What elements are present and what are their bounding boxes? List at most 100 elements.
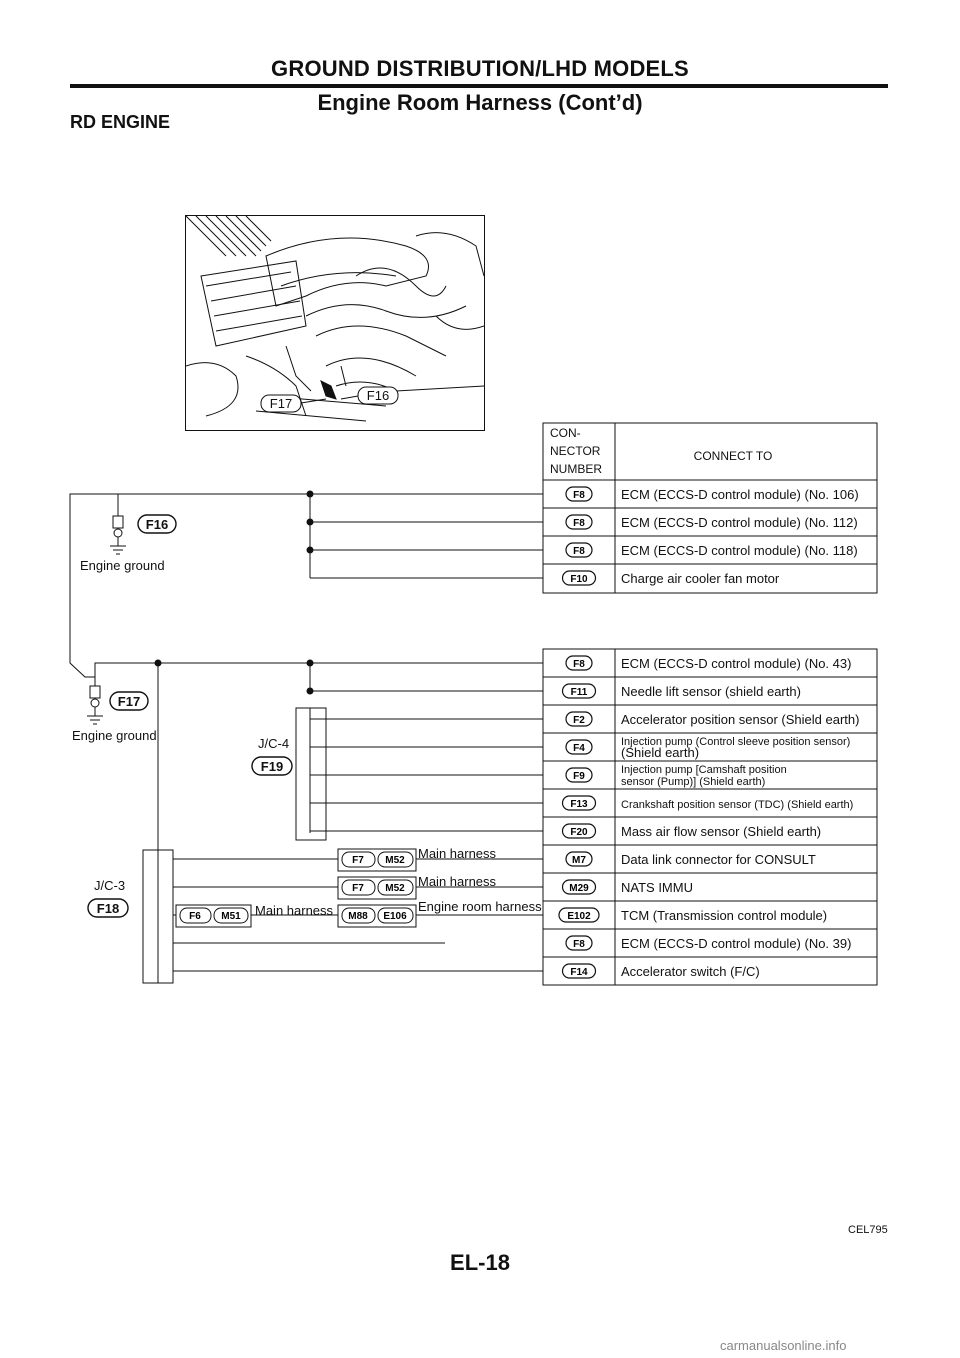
connector-pill (565, 711, 593, 727)
connect-to-text: Injection pump (Control sleeve position … (621, 736, 850, 748)
ground-terminal-f16 (112, 515, 124, 529)
junction-jc4-block (295, 707, 327, 841)
connector-pill (561, 823, 597, 839)
connect-to-text: ECM (ECCS-D control module) (No. 43) (621, 656, 851, 671)
harness-link-3: M88 E106 Engine room harness (337, 899, 542, 928)
connector-code: M29 (569, 883, 589, 894)
inline-code: F7 (352, 855, 364, 866)
connect-to-text: Data link connector for CONSULT (621, 852, 816, 867)
table-row: F4 Injection pump (Control sleeve positio… (565, 736, 850, 760)
connector-pill (137, 514, 177, 534)
table-row: F8 ECM (ECCS-D control module) (No. 43) (565, 655, 851, 671)
watermark: carmanualsonline.info (720, 1338, 847, 1353)
connect-to-text: Injection pump [Camshaft position (621, 764, 787, 776)
engine-bay-illustration: F17 F16 (185, 215, 485, 431)
inline-code: F6 (189, 911, 201, 922)
table-col1-header-line: NUMBER (550, 462, 602, 476)
inline-code: M88 (348, 911, 368, 922)
junction-jc4-name: J/C-4 (258, 736, 289, 751)
connector-pill (561, 683, 597, 699)
connector-pill (109, 691, 149, 711)
connector-code: F9 (573, 771, 585, 782)
connector-code: F8 (573, 546, 585, 557)
junction-jc3-name: J/C-3 (94, 878, 125, 893)
header-rule (70, 84, 888, 88)
connector-pill (565, 514, 593, 530)
table-col1-header-line: NECTOR (550, 444, 601, 458)
connect-to-text: Crankshaft position sensor (TDC) (Shield… (621, 799, 853, 811)
connect-to-text: Needle lift sensor (shield earth) (621, 684, 801, 699)
connect-to-text: ECM (ECCS-D control module) (No. 39) (621, 936, 851, 951)
page-number: EL-18 (450, 1250, 510, 1275)
connector-pill (213, 907, 249, 924)
photo-pointer-box (357, 386, 399, 405)
connector-code: F14 (570, 967, 588, 978)
wire-f17-main (94, 662, 543, 688)
connector-code: F10 (570, 574, 588, 585)
table-row: F8 ECM (ECCS-D control module) (No. 118) (565, 542, 858, 558)
inline-code: M51 (221, 911, 241, 922)
ground-eyelet-f16 (113, 528, 123, 538)
connector-f18-label: F18 (97, 901, 119, 916)
table-row: F11 Needle lift sensor (shield earth) (561, 683, 801, 699)
connect-to-text: ECM (ECCS-D control module) (No. 112) (621, 515, 858, 530)
connector-pill (87, 898, 129, 918)
photo-leader-f17 (300, 398, 327, 404)
connector-pill (565, 935, 593, 951)
connect-to-text: sensor (Pump)] (Shield earth) (621, 776, 765, 788)
connector-pill (341, 851, 376, 868)
photo-label-f16: F16 (367, 388, 389, 403)
connector-code: F8 (573, 490, 585, 501)
table-row: F9 Injection pump [Camshaft positionsenso… (565, 764, 787, 788)
wire-ground-link (69, 493, 118, 678)
page-header-title: GROUND DISTRIBUTION/LHD MODELS (271, 56, 689, 81)
connector-pill (341, 879, 376, 896)
connect-to-text: Accelerator position sensor (Shield eart… (621, 712, 859, 727)
harness-link-1: F7 M52 Main harness (337, 846, 497, 872)
connector-code: F13 (570, 799, 588, 810)
connector-pill (561, 795, 597, 811)
connector-pill (565, 655, 593, 671)
connect-to-text: Mass air flow sensor (Shield earth) (621, 824, 821, 839)
inline-code: M52 (385, 855, 405, 866)
connect-to-text: Accelerator switch (F/C) (621, 964, 760, 979)
ground-f17-label: Engine ground (72, 728, 157, 743)
figure-reference: CEL795 (848, 1224, 888, 1236)
connector-pill (565, 542, 593, 558)
photo-label-f17: F17 (270, 396, 292, 411)
splice-dot (306, 659, 314, 667)
connector-f17-label: F17 (118, 694, 140, 709)
connector-pill (558, 907, 600, 923)
table-col2-header: CONNECT TO (694, 449, 773, 463)
ground-f17: F17 Engine ground (72, 691, 157, 743)
ground-f16-label: Engine ground (80, 558, 165, 573)
connect-to-text: ECM (ECCS-D control module) (No. 118) (621, 543, 858, 558)
connect-to-text: ECM (ECCS-D control module) (No. 106) (621, 487, 859, 502)
harness-link-label: Main harness (418, 874, 497, 889)
splice-dot (306, 546, 314, 554)
ground-f16: F16 Engine ground (80, 514, 177, 573)
junction-jc3: J/C-3 F18 (87, 878, 129, 918)
connector-code: F8 (573, 659, 585, 670)
connector-code: M7 (572, 855, 586, 866)
connector-pill (565, 767, 593, 783)
splice-dot (306, 518, 314, 526)
connector-f19-label: F19 (261, 759, 283, 774)
connector-pill (377, 907, 414, 924)
splice-dot (154, 659, 162, 667)
connect-to-text: (Shield earth) (621, 745, 699, 760)
splice-dot (306, 687, 314, 695)
table-col1-header-line: CON- (550, 426, 581, 440)
harness-link-4: F6 M51 Main harness (175, 903, 334, 928)
connector-code: F4 (573, 743, 585, 754)
harness-link-label: Engine room harness (418, 899, 542, 914)
inline-code: M52 (385, 883, 405, 894)
connector-code: F11 (571, 687, 588, 698)
